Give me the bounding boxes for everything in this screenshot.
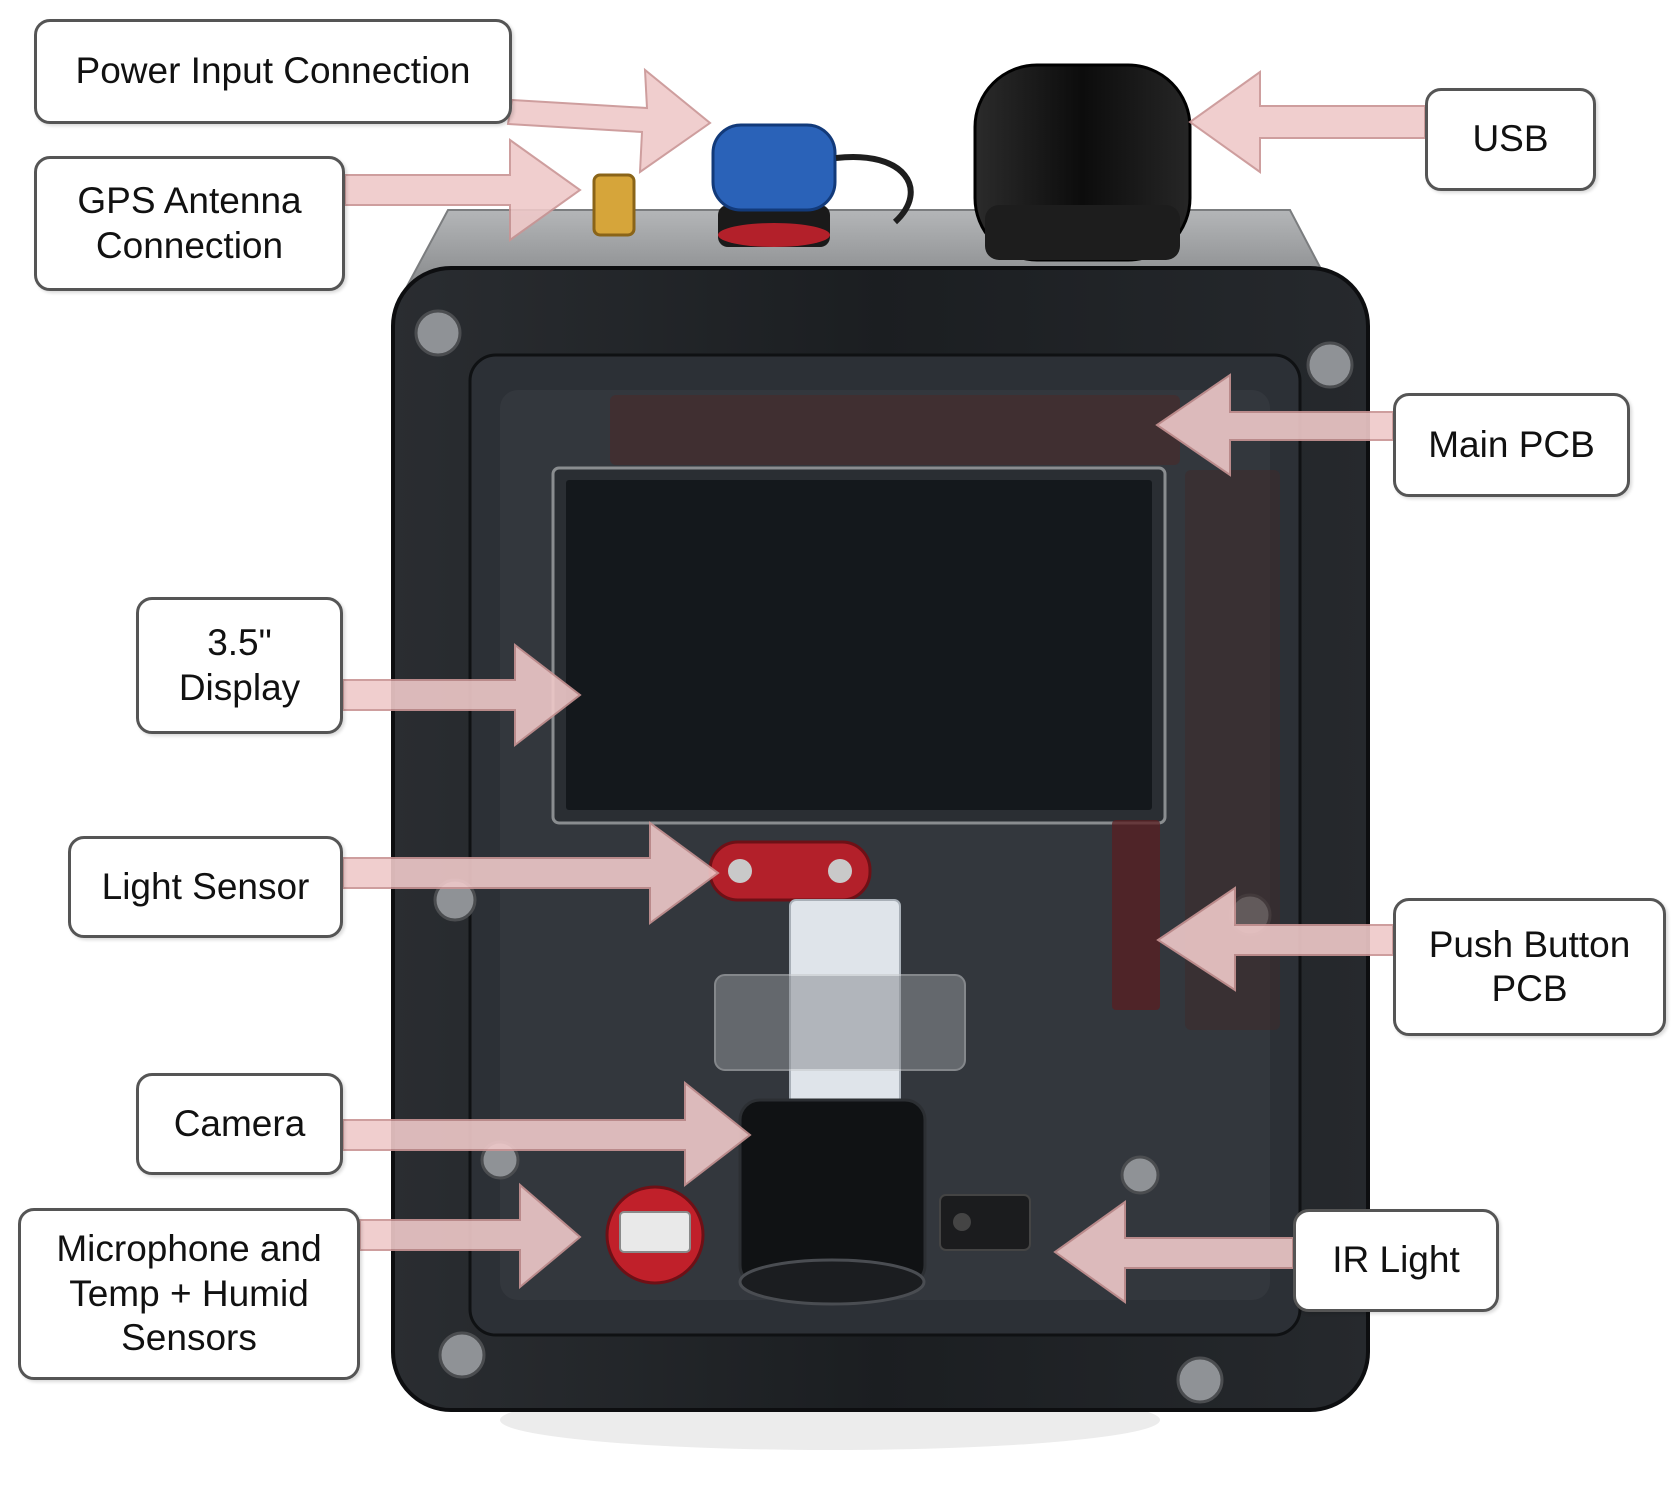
power-connector-cap bbox=[711, 123, 837, 212]
arrow-display bbox=[342, 642, 582, 748]
arrow-power-input bbox=[506, 67, 712, 174]
camera-lens-body bbox=[738, 1098, 927, 1287]
arrow-push-button bbox=[1156, 886, 1394, 992]
label-line: PCB bbox=[1491, 968, 1568, 1009]
connectors-group bbox=[592, 63, 1192, 262]
microphone-connector bbox=[619, 1211, 691, 1253]
camera-group bbox=[714, 899, 966, 1306]
screw-top-right bbox=[1306, 341, 1354, 389]
push-button-group bbox=[1112, 820, 1160, 1010]
label-line: Temp + Humid bbox=[69, 1272, 309, 1314]
label-line: Light Sensor bbox=[101, 865, 310, 907]
label-line: Display bbox=[178, 666, 301, 708]
label-line: Camera bbox=[173, 1102, 306, 1144]
label-microphone-temp-humid-sensors: Microphone and Temp + Humid Sensors bbox=[18, 1208, 360, 1380]
label-camera: Camera bbox=[136, 1073, 343, 1175]
label-gps-antenna-connection: GPS Antenna Connection bbox=[34, 156, 345, 291]
label-text-power-input: Power Input Connection bbox=[76, 49, 471, 93]
arrows-group bbox=[342, 67, 1426, 1304]
label-power-input-connection: Power Input Connection bbox=[34, 19, 512, 124]
label-push-button-pcb: Push Button PCB bbox=[1393, 898, 1666, 1036]
light-sensor-group bbox=[708, 840, 872, 902]
screw-bottom-right bbox=[1176, 1356, 1224, 1404]
label-light-sensor: Light Sensor bbox=[68, 836, 343, 938]
label-line: Sensors bbox=[121, 1317, 257, 1359]
label-line: Main PCB bbox=[1428, 423, 1595, 465]
label-usb: USB bbox=[1425, 88, 1596, 191]
usb-cap-base bbox=[985, 205, 1180, 260]
label-line: Push Button bbox=[1428, 923, 1631, 965]
main-pcb bbox=[610, 395, 1180, 465]
ir-light-board bbox=[939, 1194, 1031, 1251]
microphone-group bbox=[605, 1185, 705, 1285]
ir-light-group bbox=[939, 1194, 1031, 1251]
arrow-gps bbox=[344, 138, 582, 242]
label-text-camera: Camera bbox=[174, 1102, 306, 1146]
label-line: Power Input Connection bbox=[75, 50, 471, 92]
arrow-microphone bbox=[359, 1182, 582, 1290]
display-group bbox=[551, 466, 1167, 825]
label-line: GPS Antenna bbox=[77, 180, 302, 222]
ir-led bbox=[953, 1213, 971, 1231]
label-text-push-button: Push Button PCB bbox=[1429, 923, 1631, 1012]
light-sensor-hole-right bbox=[828, 859, 852, 883]
power-connector-tether bbox=[835, 153, 914, 225]
display-screen bbox=[566, 480, 1152, 810]
arrow-ir-light bbox=[1053, 1200, 1294, 1304]
camera-lens-rim bbox=[738, 1258, 926, 1306]
arrow-camera bbox=[342, 1080, 752, 1188]
arrow-main-pcb bbox=[1155, 373, 1394, 477]
screw-top-left bbox=[414, 309, 462, 357]
label-text-microphone: Microphone and Temp + Humid Sensors bbox=[56, 1227, 321, 1360]
light-sensor-hole-left bbox=[728, 859, 752, 883]
pcb-header-right bbox=[1185, 470, 1280, 1030]
power-connector-ring bbox=[718, 223, 830, 247]
gps-connector bbox=[592, 173, 636, 237]
arrow-light-sensor bbox=[342, 821, 720, 925]
label-line: 3.5" bbox=[207, 622, 272, 664]
label-line: Microphone and bbox=[56, 1228, 322, 1270]
label-line: IR Light bbox=[1332, 1239, 1460, 1281]
camera-mount bbox=[714, 974, 966, 1071]
label-text-display: 3.5" Display bbox=[179, 621, 300, 710]
screw-bottom-left bbox=[438, 1331, 486, 1379]
label-main-pcb: Main PCB bbox=[1393, 393, 1630, 497]
push-button-pcb bbox=[1112, 820, 1160, 1010]
label-ir-light: IR Light bbox=[1293, 1209, 1499, 1312]
main-pcb-group bbox=[610, 395, 1280, 1030]
label-line: Connection bbox=[95, 224, 284, 266]
label-text-usb: USB bbox=[1472, 117, 1548, 161]
screw-lower-right bbox=[1120, 1155, 1160, 1195]
arrow-usb bbox=[1188, 70, 1426, 174]
label-text-light-sensor: Light Sensor bbox=[102, 865, 310, 909]
label-line: USB bbox=[1472, 118, 1549, 160]
label-display: 3.5" Display bbox=[136, 597, 343, 734]
label-text-main-pcb: Main PCB bbox=[1428, 423, 1595, 467]
label-text-gps: GPS Antenna Connection bbox=[77, 179, 301, 268]
label-text-ir-light: IR Light bbox=[1332, 1238, 1460, 1282]
